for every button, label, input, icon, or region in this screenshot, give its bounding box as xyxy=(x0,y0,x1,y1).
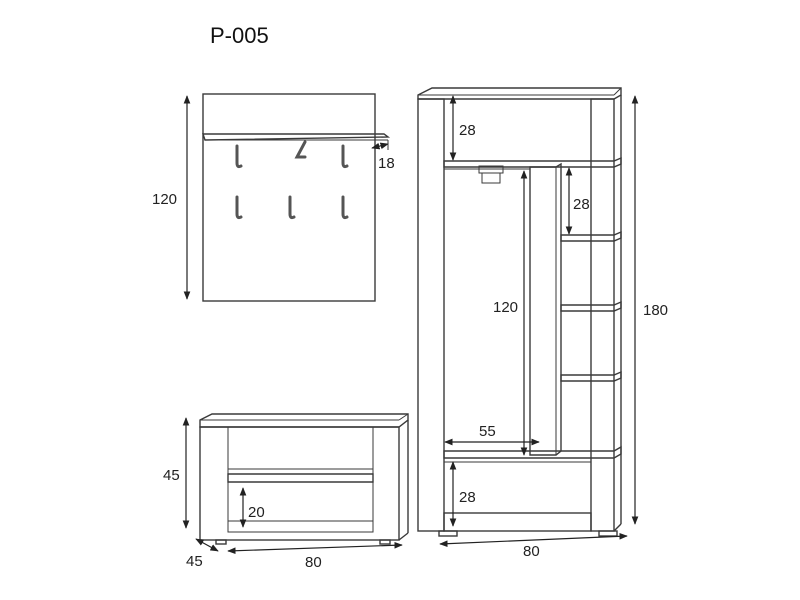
panel-height-label: 120 xyxy=(152,191,177,208)
side-shelf-2 xyxy=(560,300,622,312)
hanging-width-label: 55 xyxy=(479,423,496,440)
bench-depth-label: 45 xyxy=(186,553,203,570)
bench-shelf xyxy=(227,473,374,483)
wall-panel-board xyxy=(202,93,376,302)
hanging-height-label: 120 xyxy=(493,299,518,316)
bench-height-label: 45 xyxy=(163,467,180,484)
hook-2 xyxy=(341,144,349,169)
top-compartment-label: 28 xyxy=(459,122,476,139)
shelf-spacing-label: 28 xyxy=(573,196,590,213)
wardrobe-base xyxy=(443,512,592,532)
bench-foot-right xyxy=(379,539,391,545)
bench-depth-dimension xyxy=(195,538,219,552)
bench-inner-height-label: 20 xyxy=(248,504,265,521)
wall-panel-shelf xyxy=(202,133,391,141)
side-shelf-1 xyxy=(560,230,622,242)
product-code-title: P-005 xyxy=(210,23,269,48)
wardrobe-lower-shelf xyxy=(443,445,622,459)
hook-4 xyxy=(288,195,296,220)
wardrobe-top xyxy=(417,87,622,100)
hanging-rail xyxy=(481,172,501,184)
wardrobe-right-side xyxy=(590,98,615,532)
wardrobe-foot-right xyxy=(598,530,618,537)
bench-body xyxy=(199,426,400,541)
shoe-bench-drawing: 45 20 45 80 xyxy=(163,413,409,571)
bench-foot-left xyxy=(215,539,227,545)
wardrobe-width-dimension xyxy=(439,532,628,548)
hanger-bar xyxy=(294,140,307,159)
wardrobe-drawing: 28 28 120 55 28 180 80 xyxy=(417,87,668,560)
wardrobe-left-side xyxy=(417,98,445,532)
shelf-depth-label: 18 xyxy=(378,155,395,172)
wall-panel-drawing: 120 18 xyxy=(152,93,395,302)
wardrobe-foot-left xyxy=(438,530,458,537)
hook-1 xyxy=(235,144,243,169)
bottom-compartment-label: 28 xyxy=(459,489,476,506)
wardrobe-height-label: 180 xyxy=(643,302,668,319)
hook-5 xyxy=(341,195,349,220)
wardrobe-width-label: 80 xyxy=(523,543,540,560)
hook-3 xyxy=(235,195,243,220)
bench-width-dimension xyxy=(227,541,403,555)
side-shelf-3 xyxy=(560,370,622,382)
bench-width-label: 80 xyxy=(305,554,322,571)
wardrobe-upper-shelf xyxy=(443,156,622,168)
shelf-depth-dimension xyxy=(371,142,389,150)
